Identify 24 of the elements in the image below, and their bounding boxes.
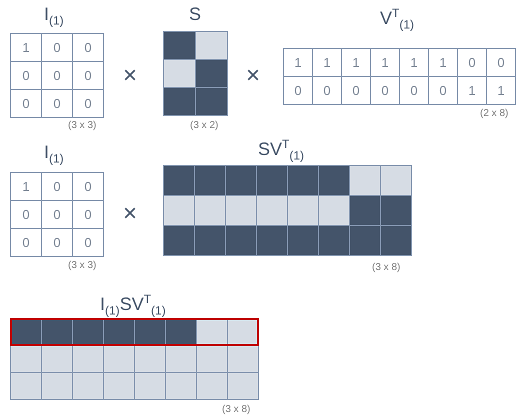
matrix-title: I$_{(1)}$	[44, 4, 64, 28]
dimension-label: (2 x 8)	[480, 108, 508, 119]
matrix-cell: 0	[486, 48, 516, 77]
multiply-sign: ×	[123, 200, 138, 228]
matrix-cell: 1	[10, 33, 42, 62]
matrix-title: S	[189, 4, 202, 25]
dimension-label: (3 x 3)	[68, 260, 96, 271]
dimension-label: (3 x 8)	[372, 262, 400, 273]
matrix-cell: 0	[10, 89, 42, 118]
dimension-label: (3 x 8)	[222, 404, 250, 415]
matrix-cell: 0	[72, 33, 104, 62]
dimension-label: (3 x 2)	[190, 120, 218, 131]
matrix-cell: 0	[283, 76, 313, 105]
matrix-cell: 0	[72, 172, 104, 201]
matrix-title: I$_{(1)}$	[44, 142, 64, 166]
matrix-cell: 1	[283, 48, 313, 77]
multiply-sign: ×	[246, 62, 260, 90]
matrix-cell: 0	[72, 89, 104, 118]
matrix-cell: 1	[486, 76, 516, 105]
matrix-cell: 0	[10, 228, 42, 257]
matrix-cell: 0	[72, 228, 104, 257]
multiply-sign: ×	[123, 62, 138, 90]
matrix-cell: 1	[10, 172, 42, 201]
dimension-label: (3 x 3)	[68, 120, 96, 131]
